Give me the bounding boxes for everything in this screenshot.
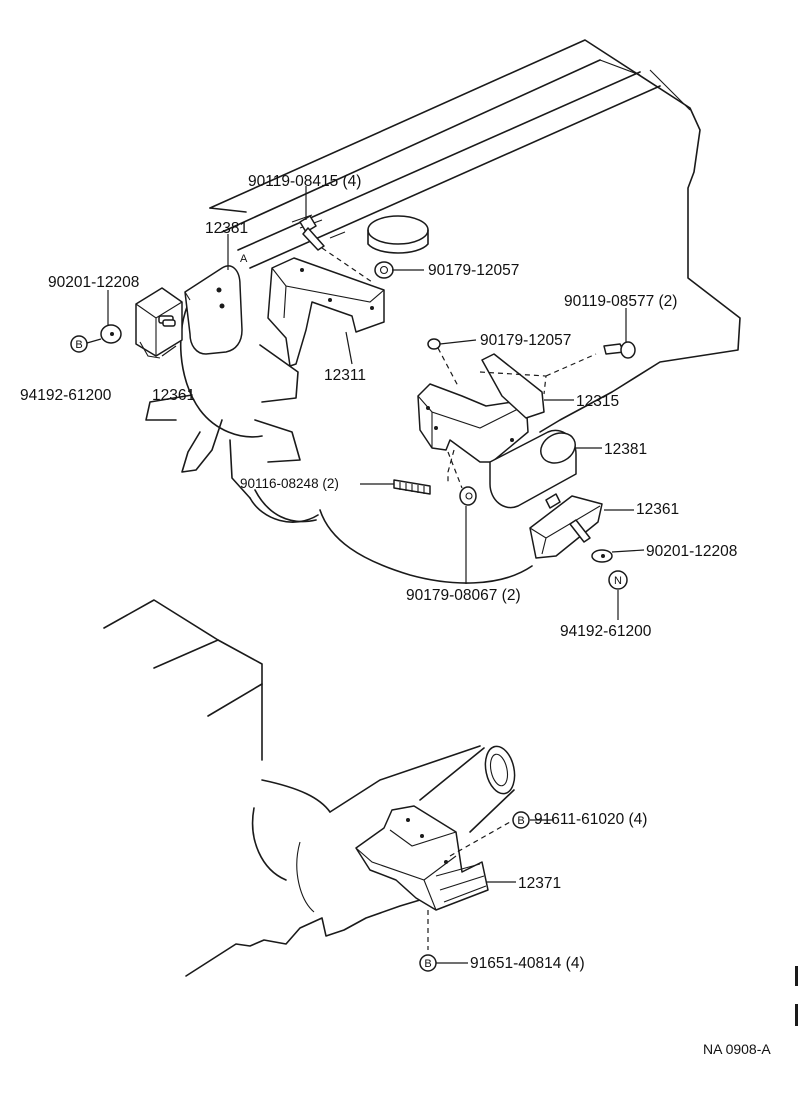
callout-12311: 12311 bbox=[324, 367, 366, 384]
callout-94192-61200-right: 94192-61200 bbox=[560, 623, 652, 640]
flange-nut-middle bbox=[427, 338, 441, 350]
svg-text:B: B bbox=[424, 958, 431, 970]
scan-edge-marks bbox=[795, 966, 798, 1026]
leader-lines bbox=[86, 186, 645, 964]
left-mount-insulator bbox=[184, 265, 243, 355]
marker-b-rear-upper: B bbox=[512, 811, 530, 829]
oil-filler-cap bbox=[367, 215, 429, 254]
callout-90179-12057-upper: 90179-12057 bbox=[428, 262, 519, 279]
transmission-extension-housing bbox=[419, 745, 516, 833]
callout-91611-61020: 91611-61020 (4) bbox=[534, 811, 647, 828]
callout-94192-61200-left: 94192-61200 bbox=[20, 387, 112, 404]
callout-12381-left: 12381 bbox=[205, 220, 248, 237]
rear-mount-insulator bbox=[355, 805, 489, 911]
assembly-guide-lines-rear bbox=[427, 821, 511, 950]
svg-text:B: B bbox=[75, 339, 82, 351]
stray-mark: A bbox=[240, 253, 248, 265]
callout-12361-right: 12361 bbox=[636, 501, 679, 518]
assembly-guide-lines-right bbox=[437, 347, 597, 489]
callout-90201-12208-right: 90201-12208 bbox=[646, 543, 737, 560]
callout-90179-08067: 90179-08067 (2) bbox=[406, 587, 521, 604]
callout-90179-12057-middle: 90179-12057 bbox=[480, 332, 571, 349]
callout-90201-12208-left: 90201-12208 bbox=[48, 274, 139, 291]
right-mount-bracket bbox=[529, 493, 603, 559]
left-washer bbox=[100, 324, 122, 344]
bolt-90119-08415 bbox=[299, 215, 373, 283]
callout-12371: 12371 bbox=[518, 875, 561, 892]
callout-12315: 12315 bbox=[576, 393, 619, 410]
right-washer bbox=[591, 549, 613, 563]
marker-n-right: N bbox=[608, 570, 628, 590]
callout-12361-left: 12361 bbox=[152, 387, 195, 404]
callout-90119-08415: 90119-08415 (4) bbox=[248, 173, 361, 190]
callout-90119-08577: 90119-08577 (2) bbox=[564, 293, 677, 310]
left-mount-bracket bbox=[135, 287, 183, 359]
svg-text:N: N bbox=[614, 575, 622, 587]
bolt-90119-08577 bbox=[603, 341, 636, 359]
transmission-outline bbox=[103, 599, 481, 977]
marker-b-rear-lower: B bbox=[419, 954, 437, 972]
figure-code: NA 0908-A bbox=[703, 1041, 771, 1057]
stud-bolt-90116 bbox=[393, 479, 431, 495]
right-mount-insulator bbox=[489, 429, 577, 509]
engine-bracket-left bbox=[267, 257, 385, 367]
flange-nut-lower bbox=[459, 486, 477, 506]
callout-90116-08248: 90116-08248 (2) bbox=[240, 476, 339, 491]
svg-text:B: B bbox=[517, 815, 524, 827]
flange-nut-upper bbox=[374, 261, 394, 279]
marker-b-left: B bbox=[70, 335, 88, 353]
callout-91651-40814: 91651-40814 (4) bbox=[470, 955, 585, 972]
callout-12381-right: 12381 bbox=[604, 441, 647, 458]
